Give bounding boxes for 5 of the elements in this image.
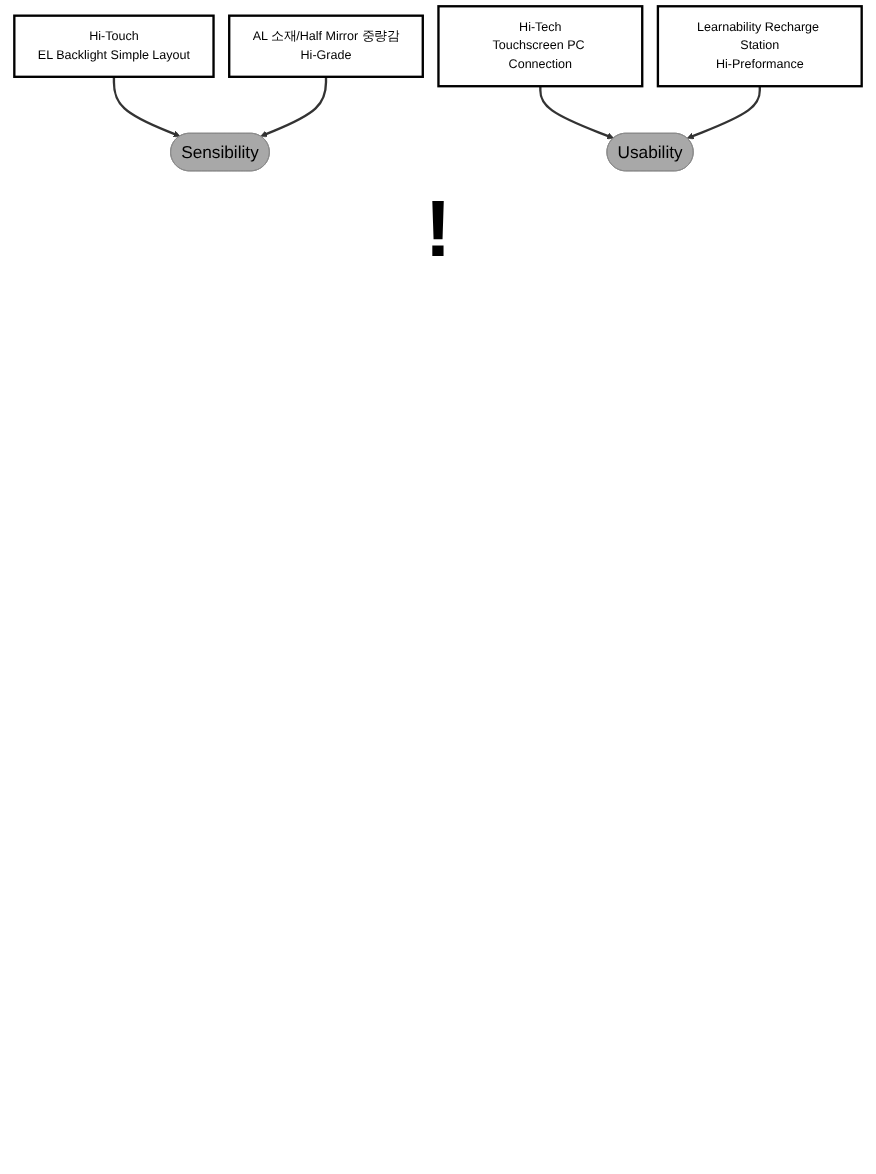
exclamation-mark: ! [424,185,452,274]
arrow [539,86,615,140]
arrow [686,86,761,140]
arrow [260,76,328,138]
arrow [112,76,181,138]
